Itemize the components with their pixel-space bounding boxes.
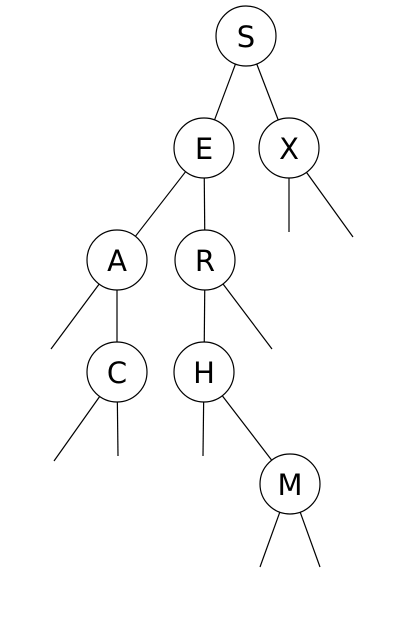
node-circle [215, 5, 277, 67]
null-link-m-left [259, 512, 281, 568]
null-link-c-left [53, 396, 101, 462]
node-circle [258, 117, 320, 179]
edge-s-x [256, 63, 279, 121]
node-label: E [195, 132, 213, 166]
null-link-r-right [222, 283, 273, 350]
edge-s-e [213, 63, 237, 121]
node-circle [86, 341, 148, 403]
node-label: M [277, 468, 302, 502]
tree-node-m: M [259, 453, 321, 515]
tree-nodes: S E X A R C H M [86, 5, 321, 515]
node-label: C [107, 356, 127, 390]
edge-h-m [221, 395, 273, 461]
null-links [50, 172, 354, 568]
node-circle [173, 117, 235, 179]
null-link-m-right [299, 512, 321, 568]
node-circle [173, 341, 235, 403]
edge-e-a [134, 171, 187, 237]
tree-edges [116, 63, 279, 461]
null-link-a-left [50, 283, 100, 350]
tree-node-s: S [215, 5, 277, 67]
node-label: A [107, 244, 127, 278]
tree-node-h: H [173, 341, 235, 403]
tree-node-r: R [174, 229, 236, 291]
tree-node-e: E [173, 117, 235, 179]
node-circle [86, 229, 148, 291]
tree-node-c: C [86, 341, 148, 403]
node-label: S [237, 20, 255, 54]
null-link-c-right [116, 401, 119, 457]
tree-node-x: X [258, 117, 320, 179]
node-label: R [195, 244, 215, 278]
tree-node-a: A [86, 229, 148, 291]
null-link-x-right [306, 172, 354, 238]
node-circle [259, 453, 321, 515]
node-label: X [279, 132, 299, 166]
node-label: H [193, 356, 215, 390]
null-link-h-left [202, 401, 205, 457]
node-circle [174, 229, 236, 291]
